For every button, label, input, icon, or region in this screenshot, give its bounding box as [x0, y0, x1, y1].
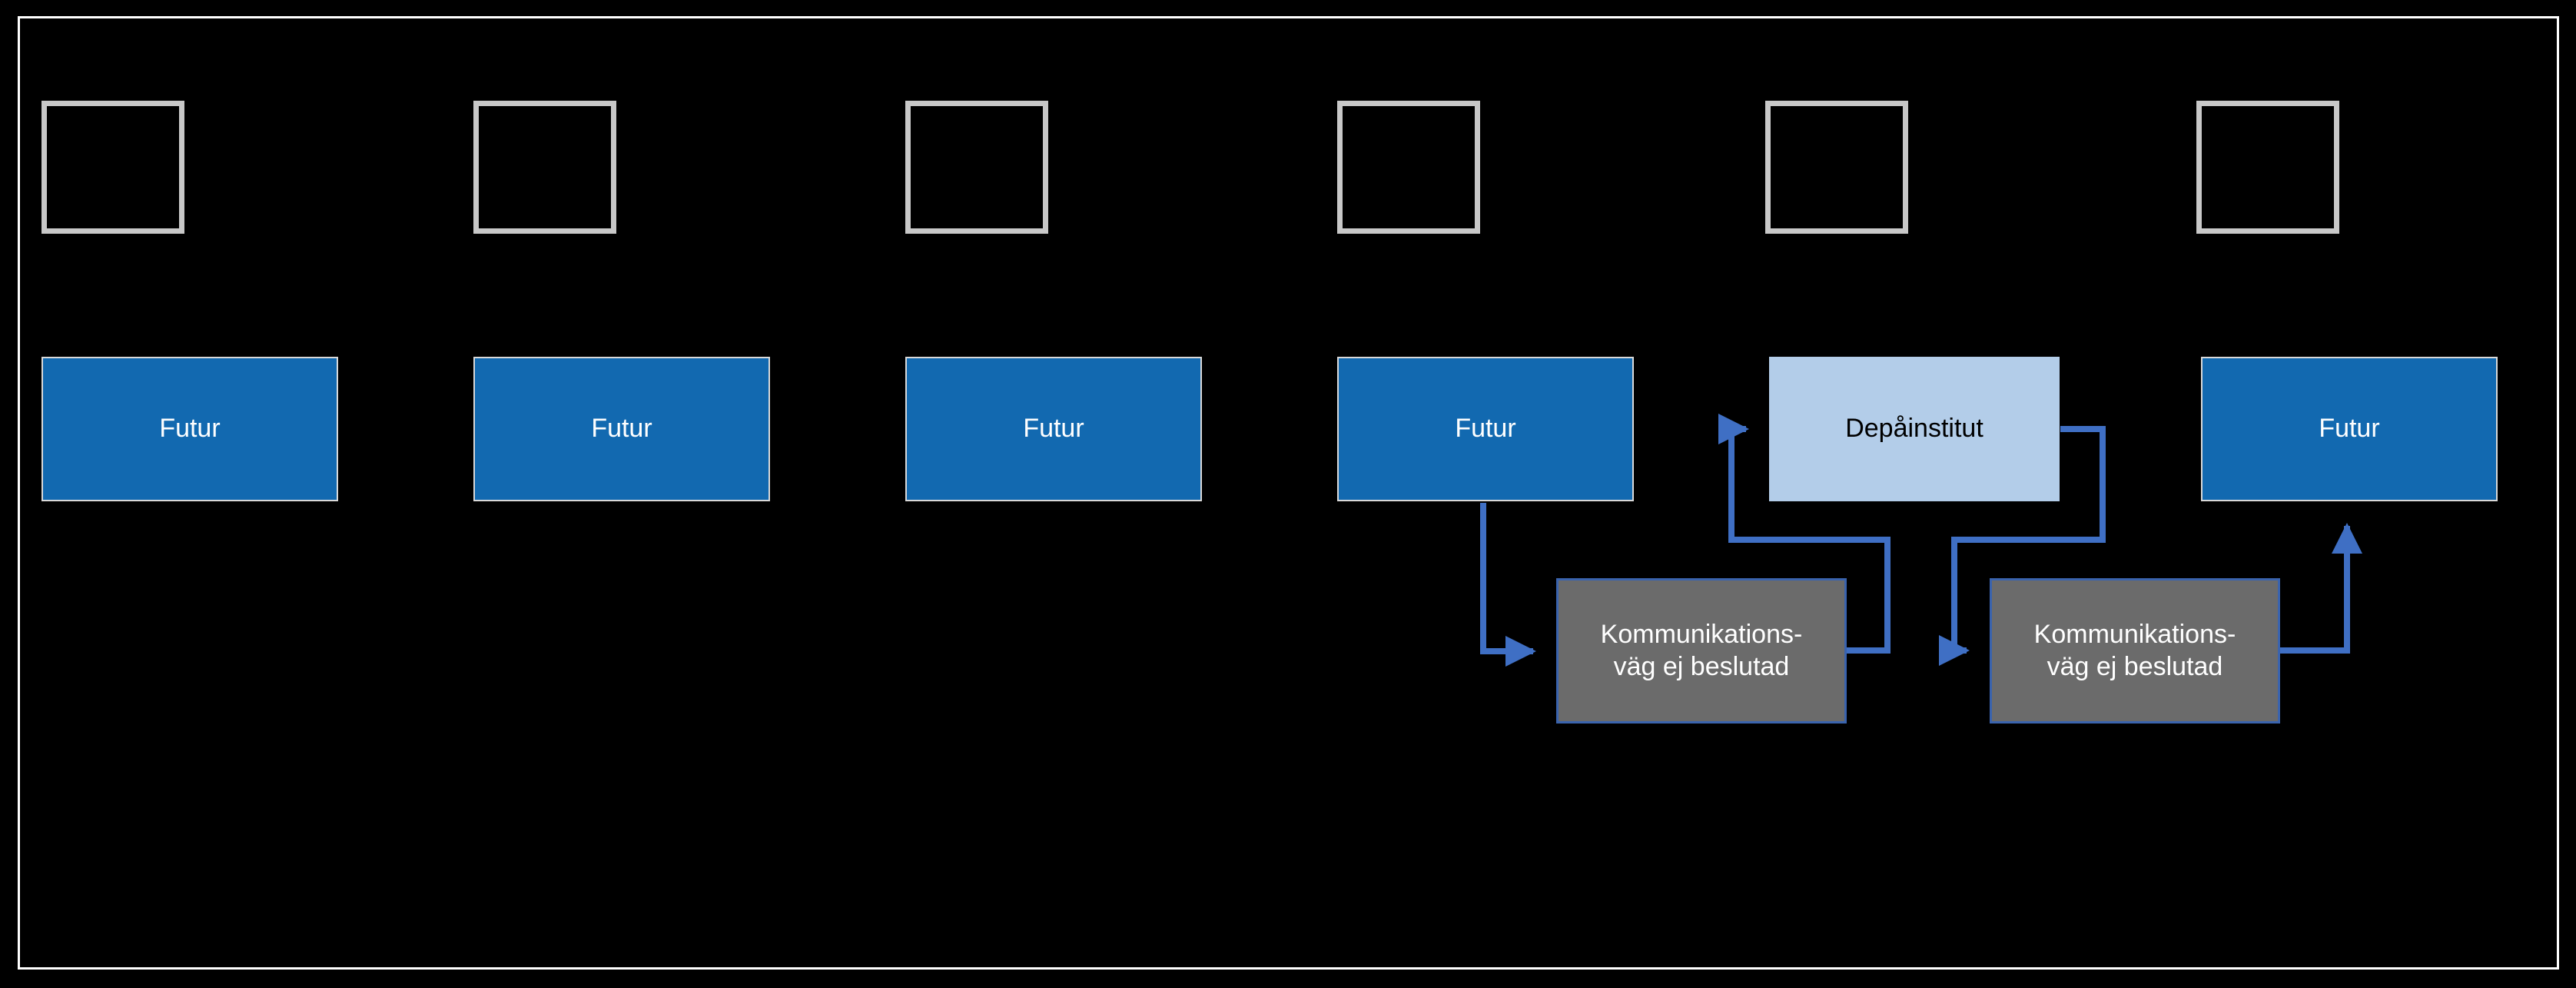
placeholder-box-3[interactable] [905, 101, 1048, 234]
placeholder-box-2[interactable] [473, 101, 616, 234]
node-depainstitut-label: Depåinstitut [1845, 414, 1983, 444]
placeholder-box-1[interactable] [41, 101, 184, 234]
node-futur-2-label: Futur [591, 414, 652, 444]
node-kommunikationsvag-1[interactable]: Kommunikations- väg ej beslutad [1556, 578, 1847, 724]
node-futur-3[interactable]: Futur [905, 357, 1202, 501]
node-kommunikationsvag-2-label: Kommunikations- väg ej beslutad [2033, 620, 2236, 681]
node-kommunikationsvag-1-label: Kommunikations- väg ej beslutad [1600, 620, 1803, 681]
node-futur-5-label: Futur [2319, 414, 2380, 444]
node-futur-2[interactable]: Futur [473, 357, 770, 501]
node-futur-4[interactable]: Futur [1337, 357, 1634, 501]
node-futur-5[interactable]: Futur [2201, 357, 2498, 501]
node-depainstitut[interactable]: Depåinstitut [1769, 357, 2060, 501]
node-kommunikationsvag-2[interactable]: Kommunikations- väg ej beslutad [1990, 578, 2280, 724]
node-futur-3-label: Futur [1023, 414, 1084, 444]
slide-frame [18, 16, 2559, 970]
node-futur-4-label: Futur [1455, 414, 1516, 444]
node-futur-1[interactable]: Futur [41, 357, 338, 501]
placeholder-box-4[interactable] [1337, 101, 1480, 234]
node-futur-1-label: Futur [159, 414, 221, 444]
placeholder-box-5[interactable] [1765, 101, 1908, 234]
placeholder-box-6[interactable] [2196, 101, 2339, 234]
